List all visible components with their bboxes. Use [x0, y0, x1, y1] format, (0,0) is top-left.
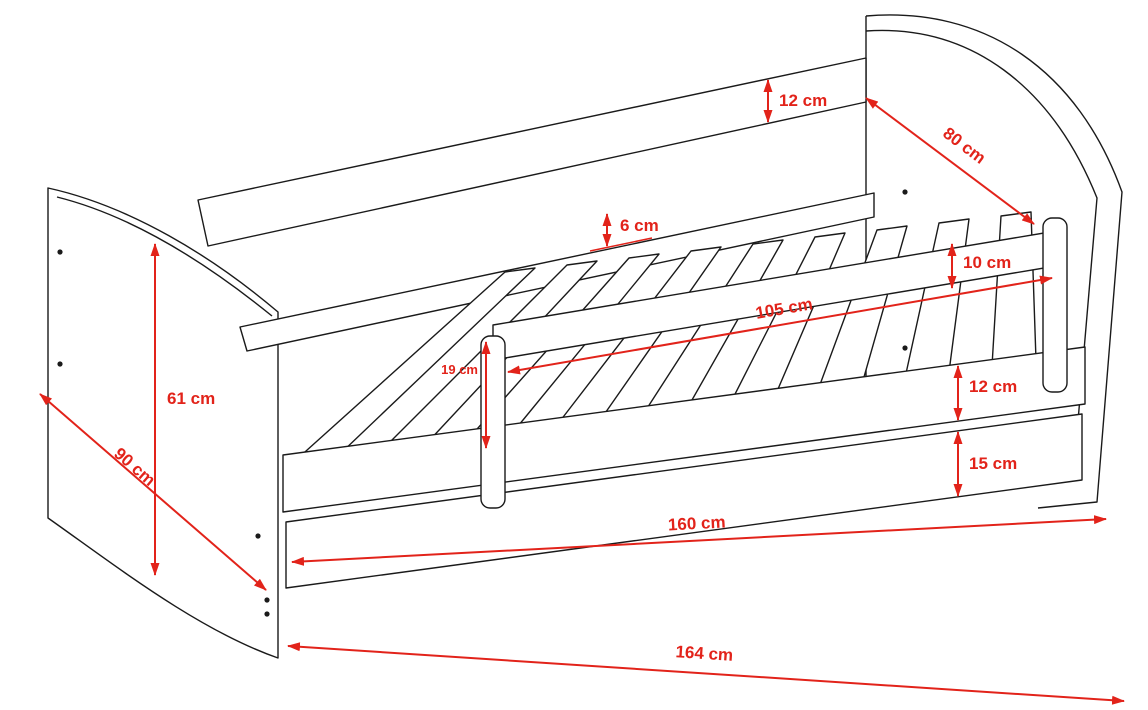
dim-side-rail-height: 12 cm: [953, 365, 1017, 421]
dim-guard-post-height: 19 cm: [441, 341, 491, 449]
dim-back-rail-height-label: 12 cm: [779, 91, 827, 110]
dim-inner-length: 160 cm: [291, 513, 1107, 566]
dim-slat-thickness: 6 cm: [589, 213, 659, 252]
dim-outer-length-label: 164 cm: [675, 642, 734, 665]
guard-rail-post-right: [1042, 217, 1068, 393]
dim-outer-length: 164 cm: [287, 642, 1125, 705]
dim-drawer-height-label: 15 cm: [969, 454, 1017, 473]
dim-guard-rail-length: 105 cm: [507, 275, 1053, 375]
dim-footboard-height-label: 61 cm: [167, 389, 215, 408]
dim-side-rail-height-label: 12 cm: [969, 377, 1017, 396]
dim-drawer-height: 15 cm: [953, 431, 1017, 497]
dim-guard-post-height-label: 19 cm: [441, 362, 478, 377]
footboard-panel: [47, 187, 279, 659]
guard-rail-post-left: [480, 335, 506, 509]
dim-slat-thickness-label: 6 cm: [620, 216, 659, 235]
dim-back-rail-height: 12 cm: [763, 79, 827, 123]
dim-guard-rail-height-label: 10 cm: [963, 253, 1011, 272]
dim-inner-length-label: 160 cm: [667, 513, 726, 535]
